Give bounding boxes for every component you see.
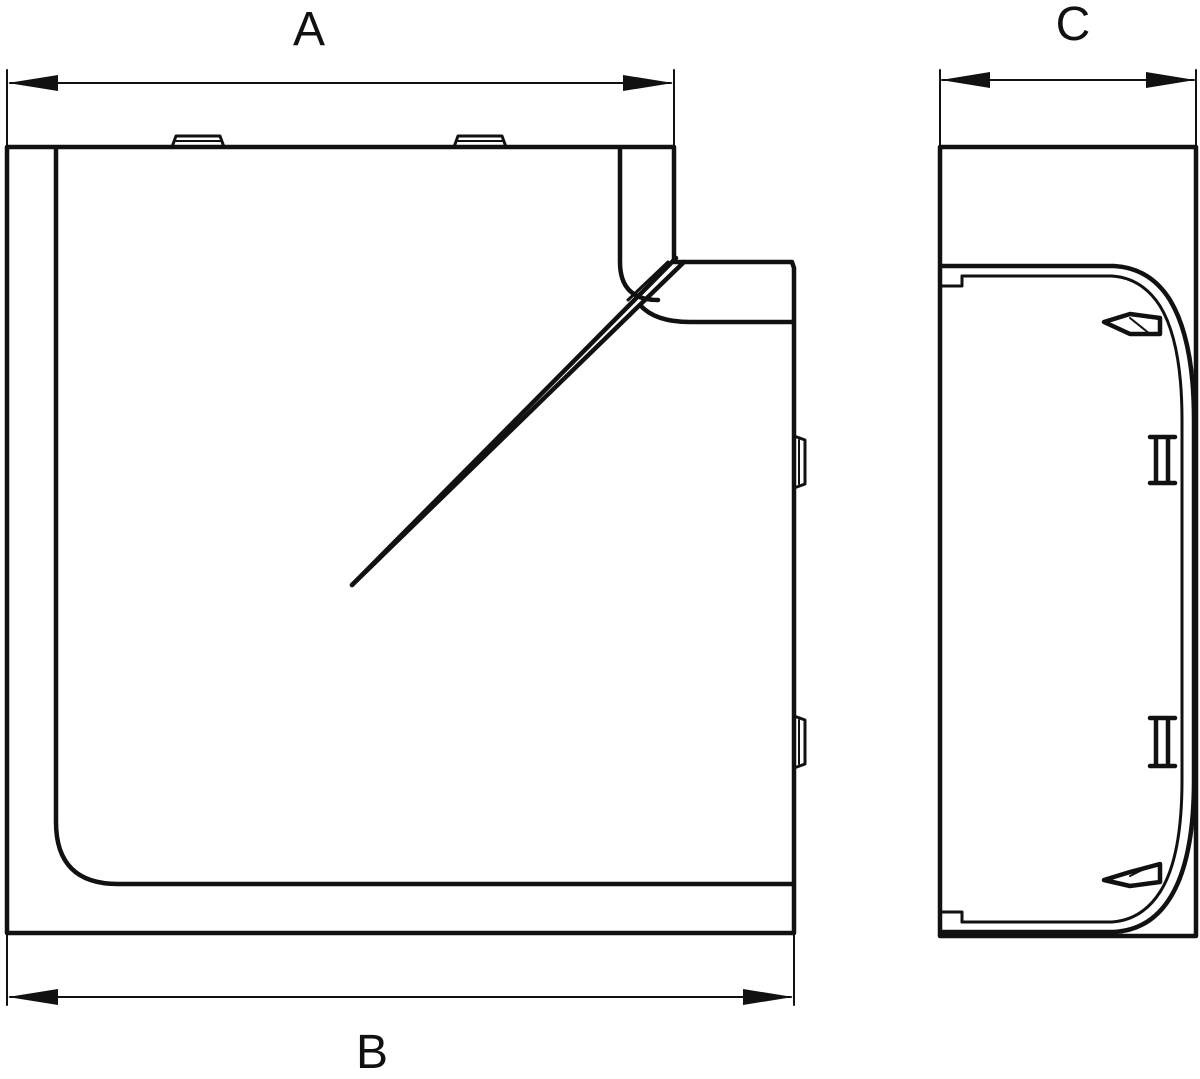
front-view-top-clip-right [452, 134, 508, 149]
side-view-barb-upper-detail [1129, 317, 1151, 335]
side-view [937, 144, 1199, 939]
side-view-top-step [940, 274, 964, 288]
front-view-outer-outline [4, 144, 797, 936]
side-view-cover-profile-inner [960, 274, 1184, 924]
front-view-mitre-corner-line [626, 260, 670, 302]
dimension-a-label: A [293, 3, 325, 56]
dimension-c-arrow-right [1146, 72, 1195, 88]
front-view-side-clip-lower [792, 714, 807, 770]
dimension-c-label: C [1056, 0, 1091, 51]
front-view [4, 134, 807, 936]
front-view-top-arm-inner-corner [617, 147, 661, 303]
side-view-clip-lower [1147, 715, 1178, 769]
side-view-cover-profile-outer [939, 263, 1197, 935]
side-view-barb-lower [1101, 861, 1163, 889]
dimension-c: C [939, 0, 1197, 149]
front-view-top-clip-left [170, 134, 226, 149]
front-view-side-clip-upper [792, 434, 807, 490]
dimension-a: A [6, 3, 675, 149]
front-view-side-arm-inner-edge [637, 302, 795, 325]
side-view-outer-outline [937, 144, 1199, 939]
dimension-b-arrow-left [8, 989, 58, 1005]
dimension-b: B [6, 934, 795, 1079]
front-view-inner-edge [53, 147, 795, 887]
side-view-clip-upper [1147, 434, 1178, 486]
dimension-c-arrow-left [941, 72, 990, 88]
front-view-mitre-line-inner [349, 255, 679, 588]
dimension-b-label: B [356, 1026, 388, 1079]
side-view-barb-upper [1101, 311, 1163, 337]
side-view-bottom-step [940, 910, 964, 924]
side-view-barb-lower-detail [1129, 865, 1151, 877]
dimension-a-arrow-right [623, 75, 673, 91]
dimension-a-arrow-left [8, 75, 58, 91]
dimension-b-arrow-right [743, 989, 793, 1005]
